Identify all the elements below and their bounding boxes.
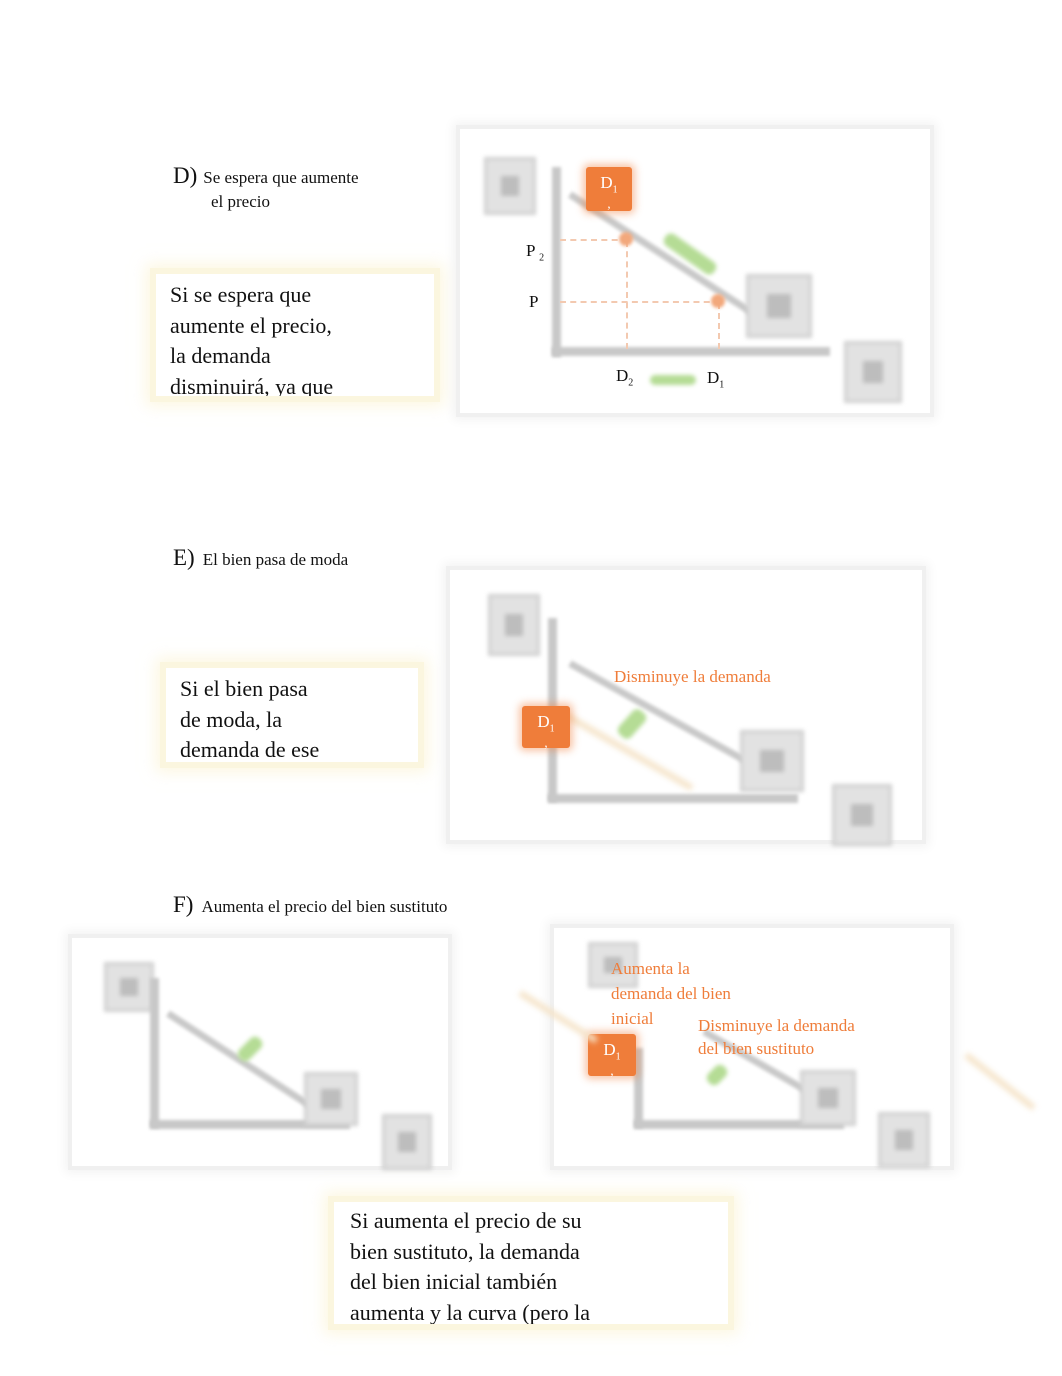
section-d-title-line2: el precio [211,192,270,211]
note-line: del bien inicial también [350,1269,558,1294]
axis-label-price-box [484,157,536,215]
y-axis [552,167,561,357]
point-p [711,294,725,308]
demand-badge: D1 , [522,706,570,749]
section-d-note: Si se espera que aumente el precio, la d… [150,268,440,402]
p2-guide [560,239,628,241]
shift-arrow-horizontal [650,375,696,385]
label-p2: P 2 [526,241,545,264]
d2-guide [626,241,628,349]
section-f-letter: F) [173,892,194,917]
point-p2 [619,232,633,246]
note-line: aumenta y la curva (pero la [350,1299,591,1325]
curve-label-box [304,1072,358,1126]
section-d-letter: D) [173,163,198,188]
axis-label-quantity-box [878,1112,930,1168]
label-d2: D2 [616,366,634,389]
note-line: bien sustituto, la demanda [350,1238,580,1264]
note-line: disminuirá, ya que [170,373,334,399]
section-f-note: Si aumenta el precio de su bien sustitut… [328,1196,734,1330]
d1-guide [718,303,720,349]
label-p: P [529,292,539,311]
note-line: Si el bien pasa [180,676,308,701]
note-line: de moda, la [180,706,283,732]
shift-arrow [704,1062,730,1088]
axis-label-price-box [488,594,540,656]
y-axis [634,1048,643,1128]
section-e-title: El bien pasa de moda [202,550,349,569]
section-e-note: Si el bien pasa de moda, la demanda de e… [160,662,424,768]
curve-label-box [800,1070,856,1126]
x-axis [552,347,830,356]
note-line: aumente el precio, [170,312,332,338]
section-f-title: Aumenta el precio del bien sustituto [201,897,448,916]
axis-label-price-box [588,942,638,988]
section-f-graph-left [68,934,452,1170]
section-d-title-line1: Se espera que aumente [203,168,359,187]
y-axis [150,978,159,1128]
section-e-graph: D1 , [446,566,926,846]
note-line: la demanda [170,343,271,368]
section-e-heading: E) El bien pasa de moda [173,545,433,571]
section-f-graph-right: D1 , [550,924,954,1170]
axis-label-quantity-box [844,341,902,403]
axis-label-quantity-box [382,1114,432,1170]
curve-label-box [740,730,804,792]
shift-arrow [235,1034,265,1064]
shifted-demand-curve-right [964,1052,1036,1111]
label-d1: D1 [707,368,725,391]
note-line: demanda de ese [180,737,320,762]
annotation-decrease-demand: Disminuye la demanda [614,667,771,686]
x-axis [634,1120,844,1129]
section-e-letter: E) [173,545,195,570]
annotation-increase-initial-demand: Aumenta la demanda del bien inicial [611,959,731,1028]
note-line: Si aumenta el precio de su [350,1208,582,1233]
demand-badge: D1 , [586,167,632,211]
section-d-heading: D) Se espera que aumente [173,163,433,189]
curve-label-box [746,274,812,338]
x-axis [150,1120,350,1129]
shift-arrow [615,706,649,742]
annotation-decrease-substitute-demand: Disminuye la demanda del bien sustituto [698,1016,855,1058]
axis-label-price-box [104,962,154,1012]
section-f-heading: F) Aumenta el precio del bien sustituto [173,892,513,918]
p-guide [560,301,720,303]
section-d-graph: D1 , [456,125,934,417]
x-axis [548,794,798,803]
note-line: Si se espera que [170,282,312,307]
axis-label-quantity-box [832,784,892,846]
